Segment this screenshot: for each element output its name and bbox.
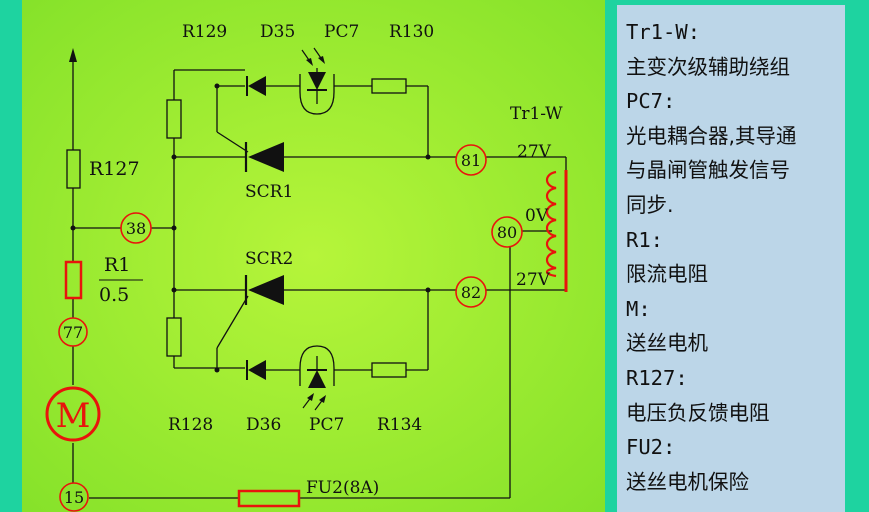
node-77-label: 77	[63, 323, 83, 342]
thyristor-scr2	[244, 275, 284, 305]
node-38	[120, 212, 152, 244]
note-line: M:	[626, 296, 651, 321]
label-d35: D35	[260, 22, 295, 42]
thyristor-scr1	[244, 142, 284, 172]
label-d36: D36	[246, 415, 281, 435]
fuse-fu2	[237, 489, 301, 508]
junction-dots	[70, 83, 431, 373]
note-line: 同步.	[626, 192, 674, 217]
label-r134: R134	[377, 415, 422, 435]
label-tr1w: Tr1-W	[510, 104, 563, 124]
note-line: R127:	[626, 365, 688, 390]
motor-label: M	[56, 396, 91, 436]
label-r128: R128	[168, 415, 213, 435]
label-pc7-top: PC7	[324, 22, 359, 42]
wires	[72, 60, 567, 499]
note-line: 电压负反馈电阻	[626, 400, 770, 425]
label-voltage-top: 27V	[517, 142, 552, 162]
label-r127: R127	[89, 158, 140, 180]
note-line: FU2:	[626, 435, 676, 460]
label-scr1: SCR1	[245, 182, 293, 202]
label-voltage-bottom: 27V	[516, 270, 551, 290]
note-line: 限流电阻	[626, 262, 708, 287]
node-80	[491, 216, 523, 248]
note-line: 光电耦合器,其导通	[626, 123, 797, 148]
resistor-r128	[166, 317, 182, 357]
resistor-r134	[371, 362, 407, 378]
label-voltage-mid: 0V	[525, 206, 549, 226]
node-80-label: 80	[497, 223, 517, 242]
optocoupler-pc7-top	[299, 47, 335, 115]
resistor-r129	[166, 99, 182, 139]
circuit-diagram: M 38 77 15 81 80 82 R129 D35 PC7 R130 Tr…	[22, 0, 605, 512]
diode-d36	[246, 360, 266, 380]
note-line: 送丝电机保险	[626, 469, 749, 494]
note-line: Tr1-W:	[626, 20, 701, 44]
node-38-label: 38	[126, 219, 146, 238]
resistor-r130	[371, 78, 407, 94]
label-r1: R1	[104, 254, 130, 276]
resistor-r127	[66, 149, 81, 189]
note-line: 送丝电机	[626, 331, 708, 356]
transformer-winding-tr1w	[545, 170, 568, 292]
label-r1-value: 0.5	[99, 284, 129, 306]
node-77	[58, 317, 88, 347]
optocoupler-pc7-bottom	[299, 345, 335, 411]
diode-d35	[246, 76, 266, 96]
label-fu2: FU2(8A)	[306, 478, 379, 498]
node-circles	[58, 144, 523, 512]
arrow-up-icon	[69, 48, 77, 62]
notes-panel: Tr1-W: 主变次级辅助绕组 PC7: 光电耦合器,其导通 与晶闸管触发信号 …	[617, 5, 845, 512]
node-82	[455, 276, 487, 308]
node-15-label: 15	[64, 488, 84, 507]
note-line: 与晶闸管触发信号	[626, 158, 790, 183]
note-line: 主变次级辅助绕组	[626, 54, 790, 79]
resistor-r1	[64, 260, 83, 300]
label-r129: R129	[182, 22, 227, 42]
resistors	[66, 78, 407, 378]
label-r130: R130	[389, 22, 434, 42]
motor-m: M	[45, 386, 101, 442]
note-line: PC7:	[626, 89, 676, 114]
node-81-label: 81	[461, 151, 481, 170]
label-pc7-bottom: PC7	[309, 415, 344, 435]
node-81	[455, 144, 487, 176]
note-line: R1:	[626, 227, 664, 252]
node-82-label: 82	[461, 283, 481, 302]
circuit-background	[22, 0, 605, 512]
label-scr2: SCR2	[245, 249, 293, 269]
node-15	[59, 482, 89, 512]
